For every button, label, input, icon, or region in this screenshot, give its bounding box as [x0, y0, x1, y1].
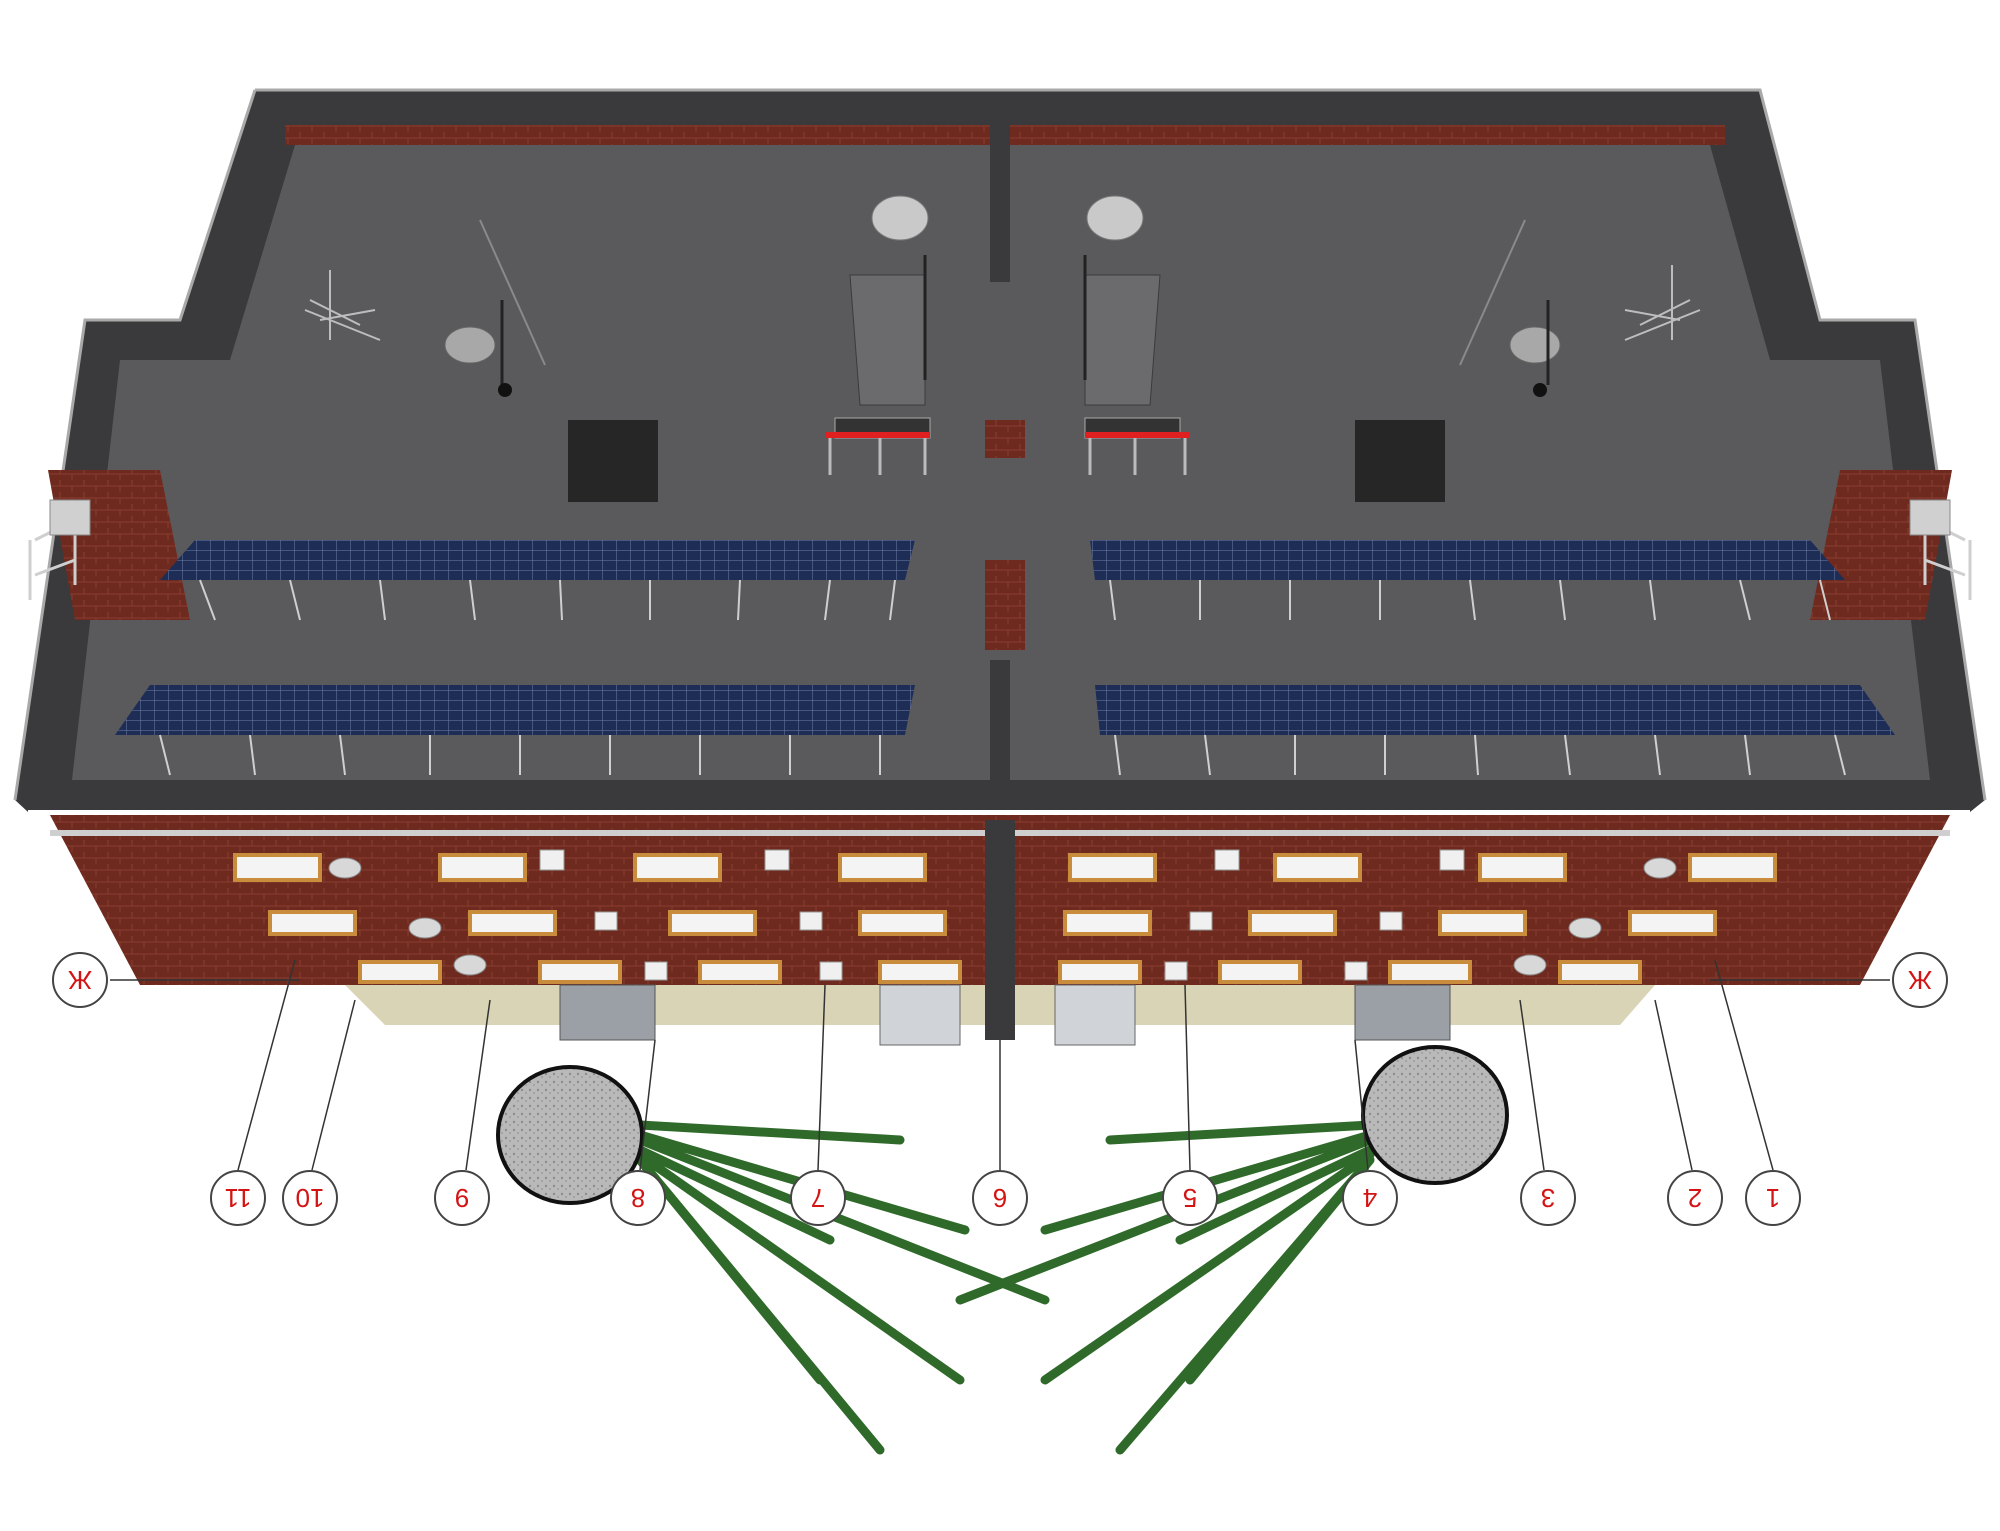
pv-support-frames	[159, 579, 1846, 776]
axis-leader-line	[1519, 999, 1545, 1171]
axis-label: 6	[993, 1183, 1007, 1213]
pv-array-lower-left	[115, 685, 915, 735]
axis-leader-line	[1184, 984, 1191, 1171]
axis-bubble	[1667, 1170, 1723, 1226]
axis-label: 10	[296, 1183, 325, 1213]
collector-rack-right	[1084, 417, 1190, 475]
axis-label: 7	[811, 1183, 825, 1213]
entrance-canopies	[559, 984, 1451, 1046]
chimney	[985, 560, 1025, 650]
pv-array-lower-right	[1095, 685, 1895, 735]
axis-leader-line	[817, 984, 826, 1171]
axis-label: 3	[1541, 1183, 1555, 1213]
axis-leader-line	[639, 1039, 656, 1171]
axis-leader-line	[1354, 1039, 1369, 1171]
facade-windows	[233, 853, 1777, 984]
axis-bubble	[1745, 1170, 1801, 1226]
axis-bubble	[52, 952, 108, 1008]
vent-fan-right	[1909, 499, 1951, 536]
axis-label: Ж	[1908, 965, 1932, 995]
axis-bubble	[972, 1170, 1028, 1226]
tree-crown-right	[1361, 1045, 1509, 1185]
expansion-joint	[990, 92, 1010, 282]
ventilation-shaft	[1084, 274, 1161, 406]
axis-leader-line	[1714, 959, 1774, 1171]
tree-crown-left	[496, 1065, 644, 1205]
hatch-box	[1355, 420, 1445, 502]
axis-label: Ж	[68, 965, 92, 995]
facade	[28, 790, 1973, 1046]
axis-leader-line	[1654, 999, 1693, 1171]
axis-bubble	[790, 1170, 846, 1226]
expansion-joint	[990, 660, 1010, 810]
axis-bubble	[610, 1170, 666, 1226]
axis-bubble	[1520, 1170, 1576, 1226]
satellite-dish-icon	[444, 195, 1561, 397]
roof	[13, 88, 1987, 812]
axis-leader-line	[311, 999, 356, 1171]
axis-bubble	[434, 1170, 490, 1226]
pv-array-upper-left	[160, 540, 915, 580]
axis-bubble	[282, 1170, 338, 1226]
ventilation-shaft	[849, 274, 926, 406]
roof-membrane	[72, 145, 1930, 780]
pv-array-upper-right	[1090, 540, 1845, 580]
collector-rack-left	[825, 417, 931, 475]
downpipe	[985, 820, 1015, 1040]
chimney	[985, 420, 1025, 458]
axis-leader-line	[237, 959, 296, 1171]
axis-bubble	[1342, 1170, 1398, 1226]
satellite-dish-icon	[328, 857, 1677, 976]
vent-fan-left	[49, 499, 91, 536]
axis-label: 9	[455, 1183, 469, 1213]
solar-panel-icon	[115, 540, 1895, 735]
axis-label: 8	[631, 1183, 645, 1213]
axis-bubble	[1892, 952, 1948, 1008]
grid-axes: Ж Ж 11 10 9 8 7 6 5 4 3 2 1	[52, 952, 1948, 1226]
axis-bubble	[210, 1170, 266, 1226]
axis-label: 4	[1363, 1183, 1377, 1213]
axis-leader-line	[465, 999, 491, 1171]
cornice	[28, 790, 1973, 810]
tree-icon	[496, 1045, 1509, 1455]
axis-label: 11	[225, 1183, 252, 1213]
axis-label: 1	[1766, 1183, 1780, 1213]
tv-antenna-icon	[304, 219, 1701, 366]
axis-bubble	[1162, 1170, 1218, 1226]
hatch-box	[568, 420, 658, 502]
axis-label: 5	[1183, 1183, 1197, 1213]
ac-units	[539, 849, 1465, 981]
axis-label: 2	[1688, 1183, 1702, 1213]
